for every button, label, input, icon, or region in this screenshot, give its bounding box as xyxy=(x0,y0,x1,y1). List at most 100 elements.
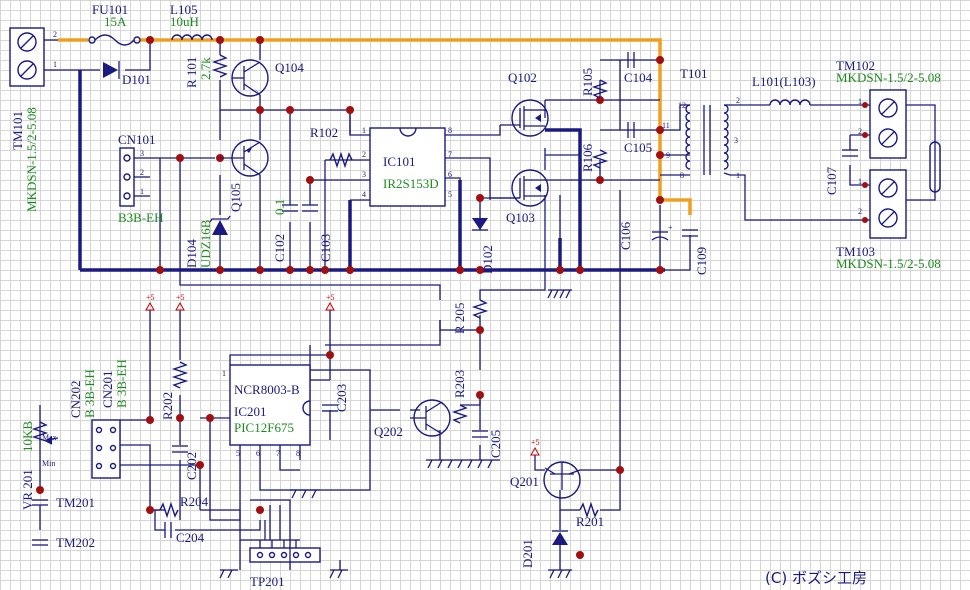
c104-capacitor: C104 xyxy=(624,52,653,85)
ic101-pin7: 7 xyxy=(448,150,452,159)
t101-pin8: 8 xyxy=(680,171,684,180)
r106-resistor: R106 xyxy=(580,143,609,172)
d104-part: UDZ16B xyxy=(198,219,213,268)
tm102-terminal: 1 2 TM102 MKDSN-1.5/2-5.08 xyxy=(836,58,941,159)
r106-ref: R106 xyxy=(580,143,595,172)
junction-dots xyxy=(36,36,868,559)
cn202-ref: CN202 xyxy=(68,380,83,418)
r202-ref: R202 xyxy=(160,392,175,420)
t101-pin12: 12 xyxy=(678,101,686,110)
ic101-pin1: 1 xyxy=(362,126,366,135)
q102-ref: Q102 xyxy=(508,70,537,85)
tm103-pin2: 2 xyxy=(858,207,862,216)
d101-diode: D101 xyxy=(103,61,151,87)
q103-mosfet: Q103 xyxy=(490,169,549,225)
ic201-pin7: 7 xyxy=(276,449,280,458)
t101-pin3: 3 xyxy=(734,136,738,145)
d102-ref: D102 xyxy=(480,245,495,274)
cn101-pin1: 1 xyxy=(140,187,144,196)
tm202-ref: TM202 xyxy=(56,535,95,550)
tm103-part: MKDSN-1.5/2-5.08 xyxy=(836,256,941,271)
fuse-symbol: FU101 15A xyxy=(88,2,141,46)
d201-diode: D201 xyxy=(520,530,568,568)
c204-ref: C204 xyxy=(176,530,205,545)
r102-ref: R102 xyxy=(310,125,338,140)
d201-ref: D201 xyxy=(520,539,535,568)
l105-value: 10uH xyxy=(170,14,199,29)
ic101-pin2: 2 xyxy=(362,150,366,159)
c106-capacitor: + C106 xyxy=(618,221,673,250)
cn101-ref: CN101 xyxy=(118,132,156,147)
tm201-point: TM201 xyxy=(32,495,95,510)
tm202-point: TM202 xyxy=(32,535,95,550)
c107-capacitor: C107 xyxy=(824,149,858,195)
ic201-line1: NCR8003-B xyxy=(234,382,300,397)
q104-transistor: Q104 xyxy=(231,59,304,97)
ic201-pin1: 1 xyxy=(222,369,226,378)
c202-ref: C202 xyxy=(184,452,199,480)
d101-ref: D101 xyxy=(122,72,151,87)
t101-pin9: 9 xyxy=(666,151,670,160)
r201-ref: R201 xyxy=(576,514,604,529)
ic101-ref: IC101 xyxy=(383,154,416,169)
t101-transformer: T101 12 11 9 8 2 3 1 xyxy=(662,66,740,180)
r202-resistor: R202 xyxy=(160,361,189,420)
tp201-header: TP201 xyxy=(249,540,321,589)
vr201-ref: VR 201 xyxy=(20,469,35,510)
cn202-part: B 3B-EH xyxy=(82,369,97,418)
r105-resistor: R105 xyxy=(580,68,609,99)
tm201-ref: TM201 xyxy=(56,495,95,510)
t101-ref: T101 xyxy=(680,66,707,81)
r201-resistor: R201 xyxy=(576,501,604,529)
cn101-pin2: 2 xyxy=(140,168,144,177)
vr201-min: Min xyxy=(42,459,55,468)
ic201-pin8: 8 xyxy=(296,449,300,458)
c102-capacitor: C102 0.1 xyxy=(272,199,298,262)
cn201-part: B 3B-EH xyxy=(114,359,129,408)
r203-ref: R203 xyxy=(452,370,467,398)
d102-diode: D102 xyxy=(472,218,495,274)
c103-ref: C103 xyxy=(318,234,333,262)
r204-resistor: R204 xyxy=(159,494,209,519)
q201-transistor: Q201 xyxy=(510,461,581,499)
tm101-ref: TM101 xyxy=(10,111,25,150)
vr201-value: 10KB xyxy=(20,421,35,452)
fu101-value: 15A xyxy=(104,14,127,29)
ic101-pin8: 8 xyxy=(448,126,452,135)
c205-capacitor: C205 xyxy=(472,430,503,458)
q105-transistor: Q105 xyxy=(220,139,269,212)
c103-capacitor: C103 xyxy=(302,204,333,262)
q105-ref: Q105 xyxy=(228,183,243,212)
r101-value: 2.7k xyxy=(198,57,213,80)
tm103-terminal: 1 2 TM103 MKDSN-1.5/2-5.08 xyxy=(836,169,941,271)
q202-transistor: Q202 xyxy=(374,399,451,439)
c203-ref: C203 xyxy=(334,384,349,412)
cn101-pin3: 3 xyxy=(140,149,144,158)
supply-flags: +5 +5 +5 +5 xyxy=(145,293,540,456)
c109-capacitor: C109 xyxy=(682,229,709,275)
supply-plus5-d: +5 xyxy=(531,438,540,447)
r205-resistor: R 205 xyxy=(452,299,489,334)
fu101-ref: FU101 xyxy=(92,2,128,17)
tm101-pin1: 1 xyxy=(53,60,57,69)
signal-wires xyxy=(39,40,936,570)
l101-inductor: L101(L103) xyxy=(752,74,816,106)
tm101-part: MKDSN-1.5/2-5.08 xyxy=(24,107,39,212)
q104-ref: Q104 xyxy=(275,60,304,75)
r105-ref: R105 xyxy=(580,68,595,96)
ic201-ref: IC201 xyxy=(234,404,267,419)
c102-value: 0.1 xyxy=(272,199,287,215)
c107-ref: C107 xyxy=(824,166,839,195)
ic201-chip: NCR8003-B IC201 PIC12F675 1 5 6 7 8 xyxy=(222,364,311,458)
ic101-pin4: 4 xyxy=(362,190,366,199)
ic101-pin5: 5 xyxy=(448,190,452,199)
copyright-notice: (C) ボズシ工房 xyxy=(765,569,867,587)
c204-capacitor: C204 xyxy=(164,522,205,545)
vr201-max: Max xyxy=(42,433,57,442)
q102-mosfet: Q102 xyxy=(500,70,549,137)
ic101-pin6: 6 xyxy=(448,170,452,179)
r204-ref: R204 xyxy=(180,494,209,509)
tm103-pin1: 1 xyxy=(858,177,862,186)
c105-capacitor: C105 xyxy=(624,122,652,155)
